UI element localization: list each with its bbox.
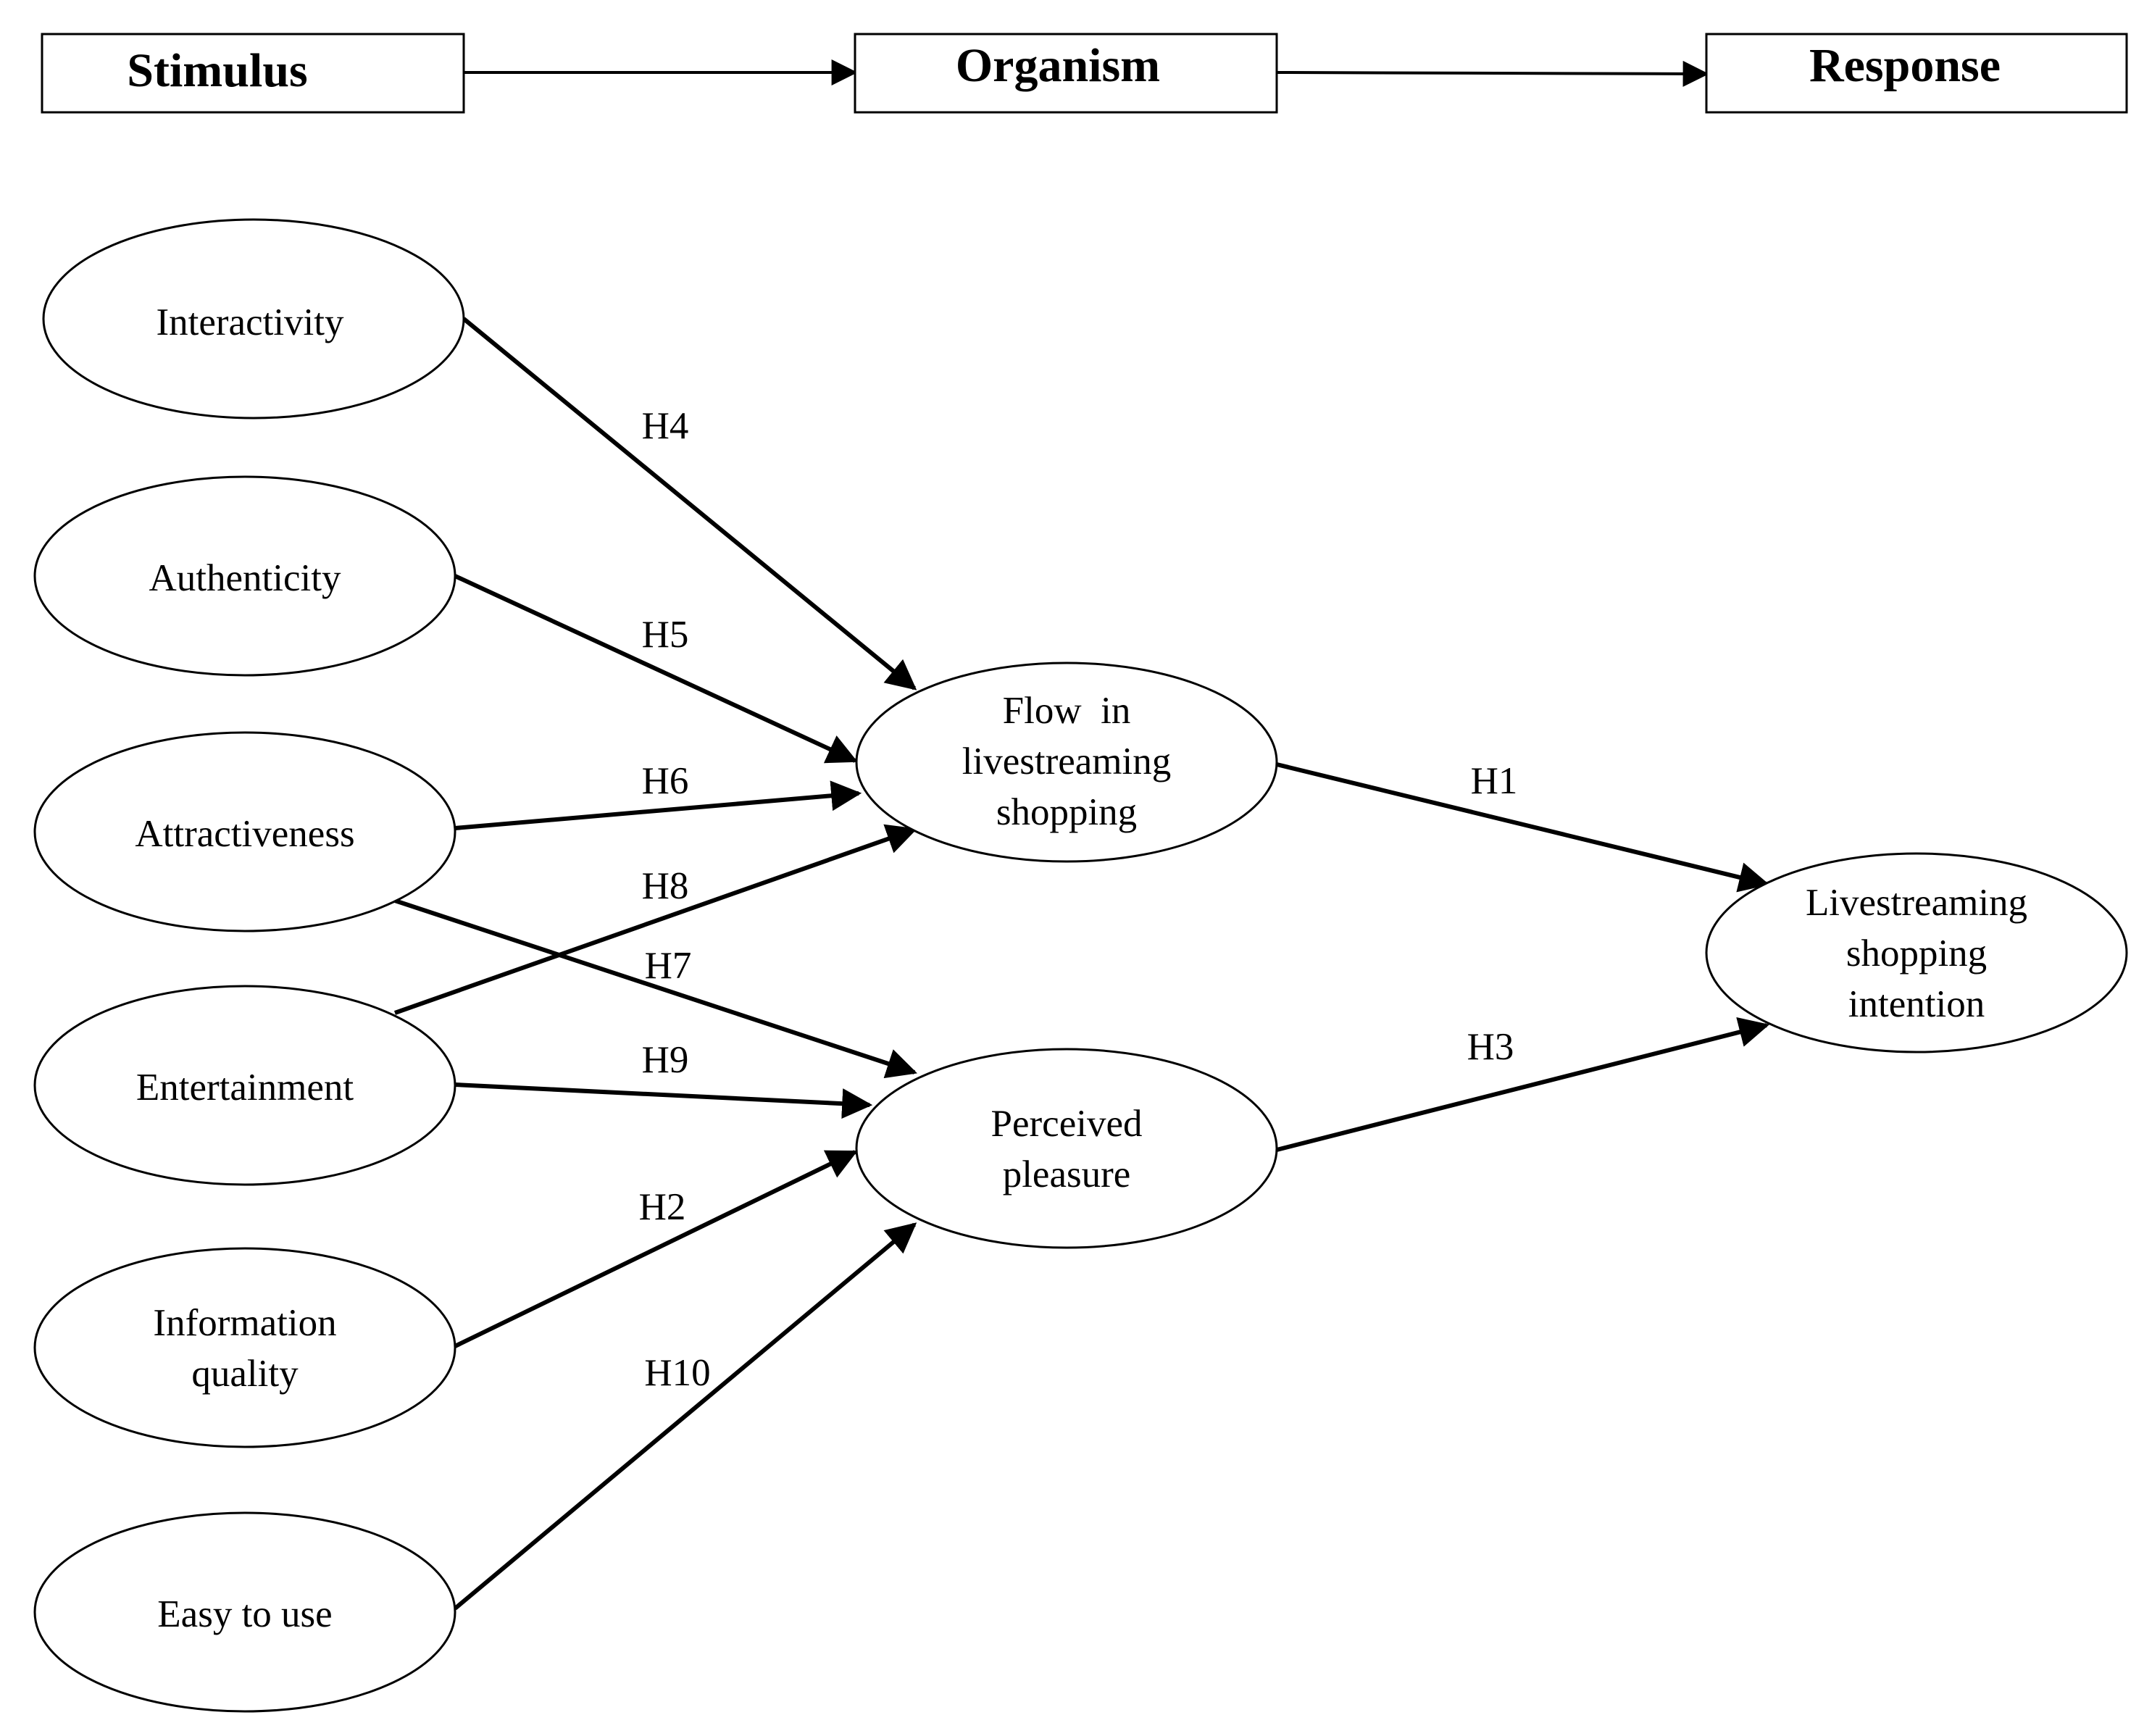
stage-organism: Organism — [854, 33, 1278, 114]
hypothesis-label-h6: H6 — [642, 760, 689, 802]
path-h10 — [454, 1222, 917, 1611]
stage-stimulus: Stimulus — [41, 33, 465, 114]
hypothesis-label-h3: H3 — [1467, 1026, 1514, 1068]
path-h2 — [454, 1150, 858, 1348]
construct-ellipse — [855, 1048, 1278, 1249]
path-h7 — [394, 898, 917, 1079]
construct-label-line-2: quality — [191, 1353, 299, 1395]
construct-ellipse — [33, 1511, 456, 1713]
construct-label: Entertainment — [136, 1067, 354, 1109]
hypothesis-label-h8: H8 — [642, 865, 689, 907]
construct-ellipse — [33, 1247, 456, 1448]
stage-label-organism: Organism — [956, 39, 1160, 92]
hypothesis-label-h7: H7 — [645, 945, 692, 987]
stage-box-organism — [854, 33, 1278, 114]
construct-label-line-1: Information — [153, 1302, 336, 1344]
path-h3 — [1276, 1017, 1770, 1152]
construct-label-line-2: shopping — [1846, 932, 1987, 975]
path-h5 — [454, 574, 858, 764]
hypothesis-label-h10: H10 — [644, 1352, 710, 1394]
hypothesis-labels: H4 H5 H6 H8 H7 H9 H2 H10 H1 H3 — [639, 405, 1518, 1394]
hypothesis-label-h1: H1 — [1471, 760, 1518, 802]
construct-label-line-3: intention — [1848, 983, 1985, 1025]
construct-easy-to-use: Easy to use — [33, 1511, 456, 1713]
construct-ellipse — [33, 985, 456, 1186]
path-h8 — [394, 824, 917, 1015]
path-h4 — [462, 317, 917, 690]
construct-ellipse — [33, 731, 456, 932]
construct-label-line-1: Livestreaming — [1806, 882, 2027, 924]
stage-label-response: Response — [1809, 39, 2001, 92]
construct-information-quality: Information quality — [33, 1247, 456, 1448]
path-h9 — [454, 1082, 873, 1119]
construct-attractiveness: Attractiveness — [33, 731, 456, 932]
stage-label-stimulus: Stimulus — [127, 44, 307, 97]
path-h1 — [1276, 762, 1770, 893]
hypothesis-label-h4: H4 — [642, 405, 689, 447]
construct-label-line-1: Flow in — [1003, 690, 1131, 732]
construct-entertainment: Entertainment — [33, 985, 456, 1186]
hypothesis-label-h9: H9 — [642, 1039, 689, 1081]
stage-response: Response — [1705, 33, 2128, 114]
stage-arrow-organism-response — [1276, 60, 1709, 87]
construct-ellipse — [42, 218, 465, 420]
construct-intention: Livestreaming shopping intention — [1705, 852, 2128, 1053]
construct-label-line-2: livestreaming — [962, 740, 1171, 783]
hypothesis-label-h2: H2 — [639, 1186, 686, 1228]
construct-ellipse — [33, 475, 456, 677]
construct-label-line-2: pleasure — [1003, 1153, 1131, 1195]
path-h6 — [454, 780, 862, 830]
construct-interactivity: Interactivity — [42, 218, 465, 420]
construct-ellipse — [1705, 852, 2128, 1053]
construct-label: Easy to use — [157, 1593, 332, 1635]
construct-label: Authenticity — [149, 557, 341, 599]
stage-box-response — [1705, 33, 2128, 114]
construct-label: Attractiveness — [135, 813, 354, 855]
construct-pleasure: Perceived pleasure — [855, 1048, 1278, 1249]
hypothesis-label-h5: H5 — [642, 614, 689, 656]
construct-label: Interactivity — [157, 301, 344, 343]
hypothesis-paths — [394, 317, 1770, 1611]
construct-ellipse — [855, 662, 1278, 863]
construct-flow: Flow in livestreaming shopping — [855, 662, 1278, 863]
construct-label-line-3: shopping — [996, 791, 1137, 833]
stage-box-stimulus — [41, 33, 465, 114]
stage-bar: Stimulus Organism Response — [41, 33, 2128, 114]
construct-label-line-1: Perceived — [991, 1103, 1143, 1145]
construct-authenticity: Authenticity — [33, 475, 456, 677]
constructs: Interactivity Authenticity Attractivenes… — [33, 218, 2128, 1713]
